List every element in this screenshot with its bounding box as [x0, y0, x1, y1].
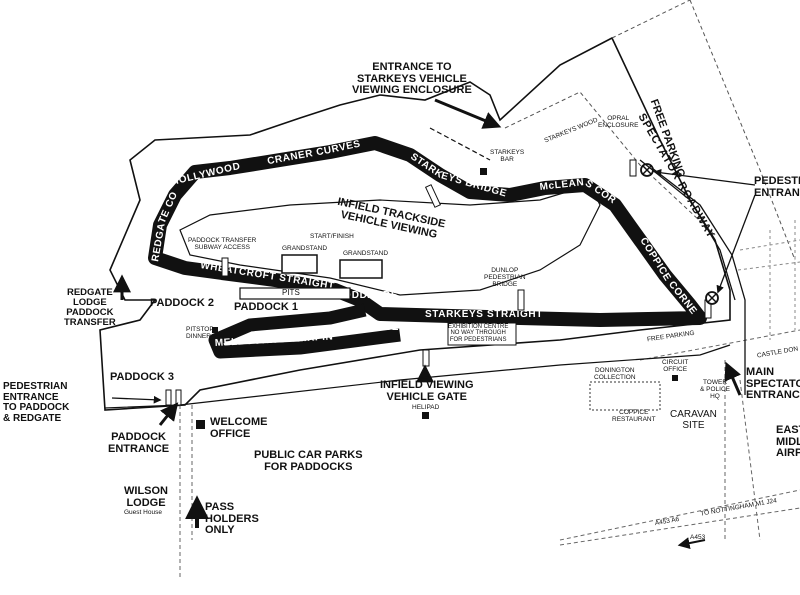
- spectator-road-lines: [639, 159, 746, 395]
- hatch-east: [737, 220, 800, 340]
- label-grandstand-2: GRANDSTAND: [343, 250, 389, 257]
- track-label-starkeys-straight: STARKEYS STRAIGHT: [425, 309, 543, 320]
- infield-gate-marker: [422, 349, 430, 367]
- road-bottom-line: [104, 344, 731, 409]
- arrow-main-spectator: [724, 361, 742, 396]
- grandstand-box-1: [281, 254, 318, 274]
- label-paddock-1: PADDOCK 1: [234, 301, 298, 313]
- track-label-redgate: REDGATE CORNER: [0, 0, 180, 263]
- welcome-office-marker: [196, 420, 205, 429]
- label-opral-enclosure: OPRAL ENCLOSURE: [598, 115, 639, 129]
- arrow-free-parking-road: [677, 537, 706, 550]
- dashed-line-starkeys: [429, 127, 491, 161]
- starkeys-bar-marker: [480, 168, 487, 175]
- label-start-finish: START/FINISH: [310, 233, 354, 240]
- label-helipad: HELIPAD: [412, 404, 440, 411]
- label-main-spectator: MAIN SPECTATOR ENTRANCE: [746, 366, 800, 402]
- label-road-a453: A453: [690, 534, 706, 541]
- gate-spectator-north: [629, 159, 637, 177]
- label-paddock-3: PADDOCK 3: [110, 371, 174, 383]
- pitstop-marker: [212, 327, 218, 333]
- donington-collection-building: [589, 381, 661, 411]
- track-label-esses: ESSES: [370, 322, 406, 333]
- label-coppice-restaurant: COPPICE RESTAURANT: [612, 409, 656, 423]
- label-infield-viewing-gate: INFIELD VIEWING VEHICLE GATE: [380, 379, 474, 403]
- exhibition-box: [447, 322, 517, 346]
- label-paddock-entrance: PADDOCK ENTRANCE: [108, 431, 170, 455]
- label-pedestrian-entrance-right: PEDESTRIAN ENTRANCE: [754, 175, 800, 199]
- label-pass-holders: PASS HOLDERS ONLY: [205, 501, 259, 537]
- subway-marker: [221, 257, 229, 277]
- label-donington-collection: DONINGTON COLLECTION: [594, 367, 636, 381]
- label-paddock-2: PADDOCK 2: [150, 297, 214, 309]
- arrow-pedestrian-paddock: [111, 395, 162, 404]
- gate-paddock3: [165, 389, 172, 406]
- label-welcome-office: WELCOME OFFICE: [210, 416, 268, 440]
- dashed-road-south: [179, 329, 800, 580]
- dunlop-bridge-marker: [517, 289, 525, 311]
- track-label-old-hairpin: OLD HAIRPIN: [0, 0, 379, 137]
- label-dunlop-bridge: DUNLOP PEDESTRIAN BRIDGE: [484, 267, 526, 288]
- track-label-goddards: GODDARDS: [335, 290, 398, 301]
- label-circuit-office: CIRCUIT OFFICE: [662, 359, 689, 373]
- arrow-pedestrian-right-2: [716, 194, 756, 294]
- label-east-midlands: EAST MIDL AIRP: [776, 424, 800, 460]
- race-track: [148, 136, 707, 327]
- gate-paddock3b: [175, 389, 182, 406]
- infield-loop: [208, 303, 401, 359]
- pedestrian-roundel-south: [705, 291, 719, 305]
- arrow-pedestrian-right-1: [653, 168, 756, 186]
- arrow-paddock-entrance: [158, 402, 179, 426]
- label-wilson-lodge: WILSON LODGE: [124, 485, 168, 509]
- label-caravan-site: CARAVAN SITE: [670, 409, 717, 431]
- label-public-car-parks: PUBLIC CAR PARKS FOR PADDOCKS: [254, 449, 363, 473]
- label-exhibition-centre: EXHIBITION CENTRE NO WAY THROUGH FOR PED…: [448, 324, 509, 343]
- arrow-starkeys-entrance: [434, 98, 502, 129]
- label-pits: PITS: [282, 288, 300, 297]
- track-label-mcleans: McLEANS CORNER: [0, 0, 618, 207]
- label-pedestrian-paddock: PEDESTRIAN ENTRANCE TO PADDOCK & REDGATE: [3, 381, 70, 424]
- dashed-boundary-ne: [504, 0, 796, 261]
- label-starkeys-bar: STARKEYS BAR: [490, 149, 525, 163]
- grandstand-box-2: [339, 259, 383, 279]
- label-grandstand-1: GRANDSTAND: [282, 245, 328, 252]
- label-tower-police: TOWER & POLICE HQ: [700, 379, 730, 400]
- circuit-boundary: [99, 36, 731, 411]
- label-redgate-lodge: REDGATE LODGE PADDOCK TRANSFER: [64, 287, 116, 328]
- helipad-marker: [422, 412, 429, 419]
- label-entrance-starkeys: ENTRANCE TO STARKEYS VEHICLE VIEWING ENC…: [352, 61, 472, 97]
- label-pitstop-diner: PITSTOP DINNER: [186, 326, 214, 340]
- label-guest-house: Guest House: [124, 509, 162, 516]
- label-paddock-transfer-subway: PADDOCK TRANSFER SUBWAY ACCESS: [188, 237, 257, 251]
- starkeys-bridge-marker: [424, 184, 442, 208]
- pits-box: [239, 287, 351, 300]
- circuit-office-marker: [672, 375, 678, 381]
